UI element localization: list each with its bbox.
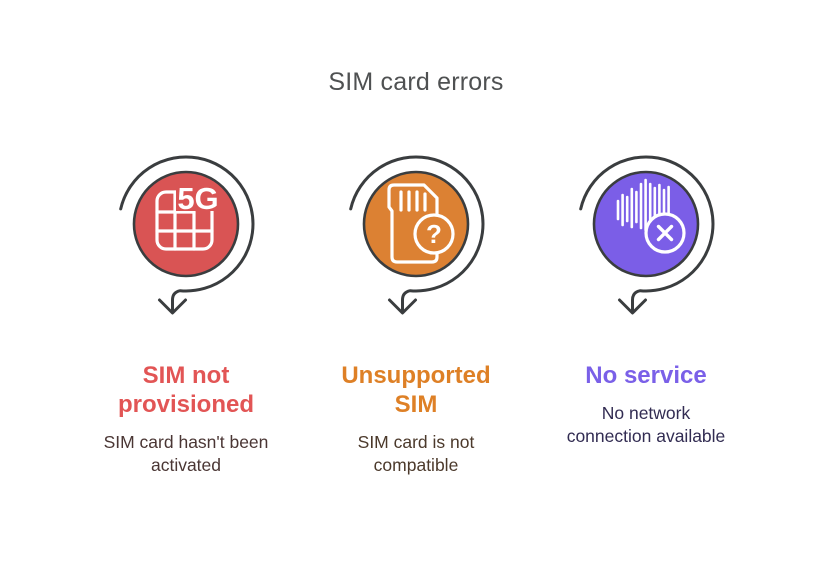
column-sim-not-provisioned: 5G SIM not provisioned SIM card hasn't b… — [71, 139, 301, 477]
error-description: SIM card is not compatible — [357, 432, 475, 476]
error-description: No network connection available — [566, 403, 726, 447]
error-title: Unsupported SIM — [341, 362, 491, 419]
error-title: No service — [585, 362, 707, 389]
loop-arrow-icon — [119, 155, 255, 315]
loop-arrow-icon — [349, 155, 485, 315]
sim-card-5g-icon: 5G — [119, 155, 255, 315]
column-unsupported-sim: ? Unsupported SIM SIM card is not compat… — [301, 139, 531, 477]
badge-5g-label: 5G — [177, 181, 218, 216]
error-description: SIM card hasn't been activated — [103, 432, 269, 476]
signal-wave-cancel-icon — [579, 155, 715, 315]
badge-backdrop — [176, 181, 222, 211]
error-columns: 5G SIM not provisioned SIM card hasn't b… — [0, 139, 832, 477]
error-title: SIM not provisioned — [117, 362, 255, 419]
question-badge-circle — [413, 213, 455, 255]
column-no-service: No service No network connection availab… — [531, 139, 761, 477]
loop-arrow-icon — [579, 155, 715, 315]
sd-card-question-icon: ? — [349, 155, 485, 315]
cancel-x-icon — [656, 224, 674, 242]
sd-card-glyph — [387, 183, 439, 264]
page-title: SIM card errors — [328, 68, 504, 96]
question-mark-label: ? — [426, 219, 442, 249]
